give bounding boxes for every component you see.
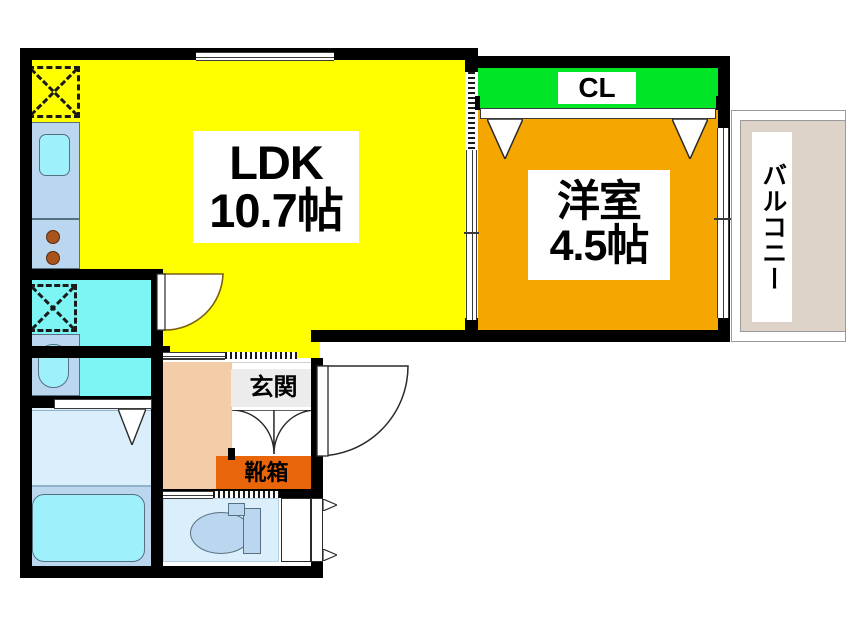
- closet-folding-door-right[interactable]: [672, 119, 708, 159]
- wall-ldk-bottom: [311, 330, 481, 342]
- wall-genkan-stub: [228, 448, 235, 460]
- wall-hall-top: [20, 346, 170, 358]
- wall-left-outer: [20, 48, 32, 578]
- wall-ldk-bedroom: [465, 48, 478, 72]
- wall-top-bedroom: [468, 56, 730, 68]
- hall-toilet-rail[interactable]: [163, 491, 213, 499]
- ldk-label: LDK 10.7帖: [193, 131, 359, 243]
- wall-ldk-bedroom-lower: [465, 318, 478, 342]
- stove-burner-rear: [46, 251, 60, 265]
- wall-washroom-top: [20, 269, 155, 280]
- balcony-sliding-door[interactable]: [717, 128, 729, 318]
- ps-meter-box[interactable]: [281, 498, 311, 562]
- wall-bedroom-bottom: [468, 330, 730, 342]
- refrigerator-space: [28, 66, 80, 118]
- washroom-door[interactable]: [155, 272, 225, 334]
- ldk-bedroom-door-rail: [468, 72, 475, 164]
- washing-machine-space: [29, 284, 77, 332]
- genkan-double-door[interactable]: [232, 410, 316, 454]
- toilet-lid: [228, 503, 245, 516]
- wall-bottom-outer: [20, 566, 323, 578]
- wall-closet-bottom-right: [716, 96, 730, 110]
- bedroom-label-line1: 洋室: [557, 178, 642, 227]
- ps-arrow-bottom-icon: [323, 549, 337, 561]
- shoe-cabinet: [216, 456, 317, 490]
- bedroom-label-line2: 4.5帖: [549, 222, 650, 270]
- closet-folding-door-left[interactable]: [487, 119, 523, 159]
- ldk-label-line1: LDK: [229, 136, 324, 190]
- balcony-label: バルコニー: [752, 132, 792, 322]
- toilet-door-dots: [213, 491, 279, 498]
- hall-ldk-dots: [225, 352, 297, 359]
- ps-arrow-top-icon: [323, 499, 337, 511]
- closet-door-rail: [480, 108, 716, 119]
- kitchen-sink-basin: [39, 134, 70, 176]
- bedroom-label: 洋室 4.5帖: [528, 170, 670, 280]
- closet-label: CL: [558, 72, 636, 104]
- ps-meter-door[interactable]: [311, 498, 323, 562]
- bath-door-rail: [54, 399, 152, 409]
- ldk-bedroom-sliding-door[interactable]: [466, 150, 477, 320]
- balcony-door-handle: [714, 218, 731, 220]
- bathtub: [32, 494, 145, 562]
- stove-burner-front: [46, 230, 60, 244]
- toilet-bowl: [190, 512, 252, 554]
- ldk-label-line2: 10.7帖: [209, 184, 343, 237]
- bath-folding-door[interactable]: [118, 409, 146, 445]
- genkan-label: 玄関: [231, 369, 316, 407]
- ldk-bedroom-door-handle: [464, 232, 479, 234]
- entrance-door[interactable]: [316, 362, 414, 458]
- shoe-cabinet-label: 靴箱: [244, 459, 289, 485]
- genkan-top-rail: [163, 358, 225, 360]
- wall-washroom-right: [151, 269, 163, 578]
- toilet-tank: [243, 508, 261, 554]
- ldk-window[interactable]: [196, 52, 334, 61]
